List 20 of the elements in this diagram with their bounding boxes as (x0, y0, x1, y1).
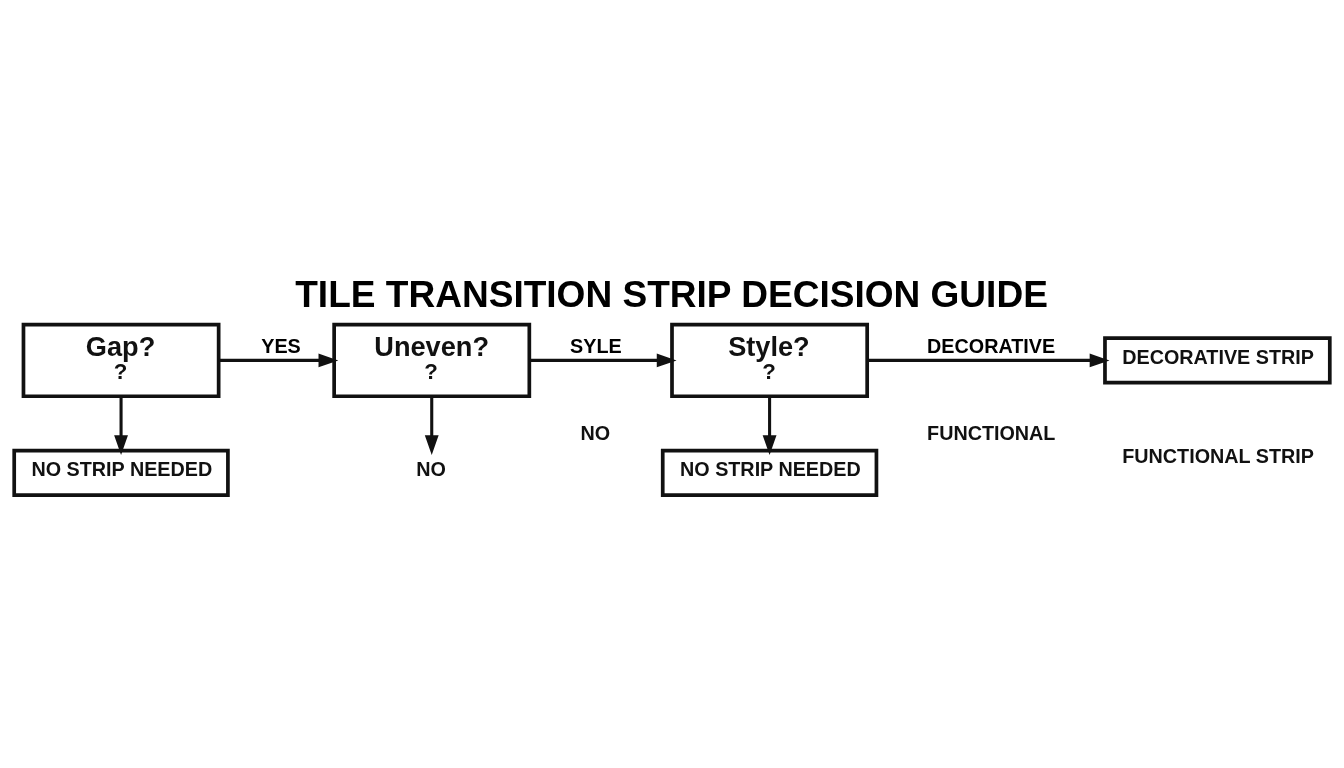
arrow (218, 353, 339, 367)
node-box: Gap? ? (21, 322, 221, 398)
diagram-title: TILE TRANSITION STRIP DECISION GUIDE (295, 272, 1048, 315)
node-text: NO (416, 457, 446, 480)
node-box: DECORATIVE STRIP (1103, 335, 1332, 384)
edge-label: DECORATIVE (927, 334, 1056, 357)
node-box: NO STRIP NEEDED (12, 448, 230, 497)
label: FUNCTIONAL (927, 421, 1056, 444)
arrow (114, 395, 128, 455)
label: NO (580, 421, 611, 444)
node-box: Style? ? (670, 322, 870, 398)
arrow (867, 353, 1110, 367)
edge-label: YES (261, 334, 301, 357)
arrow (424, 395, 439, 455)
arrow (762, 395, 777, 455)
edge-label: SYLE (570, 334, 622, 357)
label: FUNCTIONAL STRIP (1122, 444, 1314, 467)
node-box: NO STRIP NEEDED (660, 448, 879, 497)
arrow (529, 353, 677, 367)
node-box: Uneven? ? (332, 322, 532, 398)
